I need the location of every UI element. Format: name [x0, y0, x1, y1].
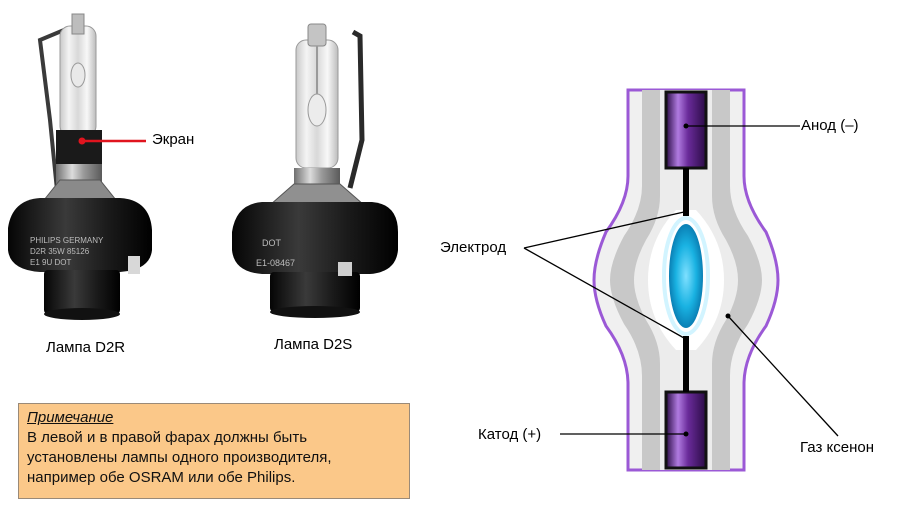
d2r-base-flange — [8, 198, 152, 272]
screen-pointer-dot — [78, 137, 86, 145]
d2r-base-bottom — [44, 308, 120, 320]
d2r-tube-tip — [71, 13, 85, 35]
d2s-wire-arm — [347, 29, 365, 189]
electrode-leader-upper — [523, 211, 685, 249]
d2s-side-tab — [338, 262, 352, 276]
d2s-base-socket — [270, 272, 360, 312]
note-line-2: установлены лампы одного производителя, — [27, 449, 332, 466]
lamp-d2r-photo: PHILIPS GERMANY D2R 35W 85126 E1 9U DOT — [8, 13, 152, 320]
d2r-base-socket — [44, 270, 120, 314]
d2r-marking-2: D2R 35W 85126 — [30, 247, 90, 256]
note-line-3: например обе OSRAM или обе Philips. — [27, 469, 296, 486]
xenon-gas-label: Газ ксенон — [800, 439, 874, 456]
screen-label: Экран — [152, 131, 195, 148]
note-title: Примечание — [27, 409, 114, 426]
note-box: Примечание В левой и в правой фарах долж… — [18, 403, 410, 499]
d2r-wire-arm — [37, 28, 65, 201]
anode-rod — [664, 90, 708, 170]
d2r-marking-1: PHILIPS GERMANY — [30, 236, 104, 245]
lamp-d2s-caption: Лампа D2S — [274, 336, 353, 353]
arc-glow — [662, 216, 710, 336]
xenon-leader-dot — [725, 313, 731, 319]
d2r-burner — [70, 62, 86, 88]
d2s-metal-collar — [294, 168, 340, 186]
electrode-leader-lower — [523, 247, 685, 339]
xenon-leader-line — [727, 315, 839, 437]
lamp-d2s-photo: DOT E1-08467 — [232, 23, 398, 318]
d2r-side-tab — [128, 256, 140, 274]
cathode-rod — [664, 390, 708, 470]
d2s-marking-1: DOT — [262, 238, 282, 248]
d2s-burner — [307, 93, 327, 127]
note-line-1: В левой и в правой фарах должны быть — [27, 429, 308, 446]
d2s-tube-tip — [307, 23, 327, 47]
d2s-base-flange — [232, 202, 398, 274]
d2s-base-bottom — [270, 306, 360, 318]
electrode-label: Электрод — [440, 239, 507, 256]
anode-leader-dot — [683, 123, 689, 129]
anode-label: Анод (–) — [801, 117, 859, 134]
d2s-marking-2: E1-08467 — [256, 258, 295, 268]
cathode-label: Катод (+) — [478, 426, 542, 443]
discharge-arc — [669, 224, 703, 328]
cathode-leader-dot — [683, 431, 689, 437]
lamp-d2r-caption: Лампа D2R — [46, 339, 126, 356]
d2r-marking-3: E1 9U DOT — [30, 258, 71, 267]
d2r-screen-band — [56, 130, 102, 164]
burner-diagram — [523, 88, 839, 472]
